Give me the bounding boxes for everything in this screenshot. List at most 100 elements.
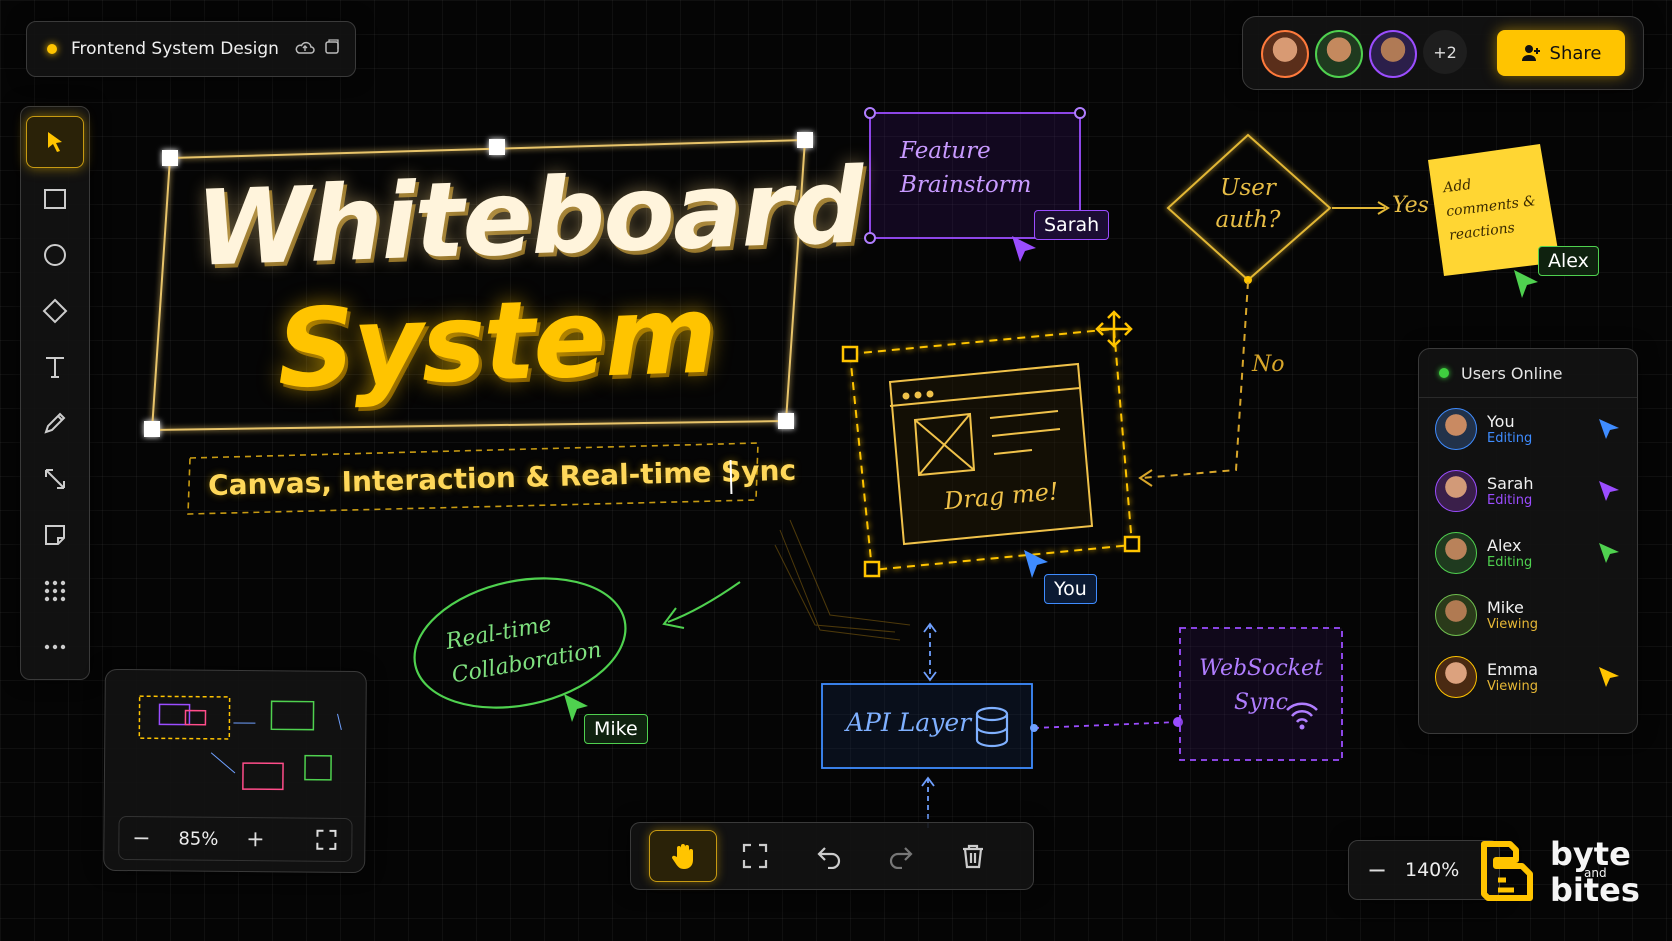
cursor-label-mike: Mike bbox=[584, 714, 648, 744]
cursor-icon bbox=[1599, 419, 1619, 439]
avatar[interactable] bbox=[1315, 30, 1363, 78]
frame-icon bbox=[742, 843, 768, 869]
websocket-label: WebSocket Sync bbox=[1199, 656, 1323, 715]
api-layer-label: API Layer bbox=[846, 708, 972, 737]
minimap-panel: − 85% + bbox=[103, 668, 367, 874]
cursor-icon bbox=[1599, 481, 1619, 501]
avatar bbox=[1435, 408, 1477, 450]
cursor-icon bbox=[1599, 667, 1619, 687]
avatar bbox=[1435, 594, 1477, 636]
rectangle-tool[interactable] bbox=[27, 174, 83, 224]
minimap-controls: − 85% + bbox=[118, 815, 353, 863]
feature-brainstorm-text[interactable]: Feature Brainstorm bbox=[900, 138, 1032, 198]
cursor-icon bbox=[1599, 543, 1619, 563]
hand-icon bbox=[671, 844, 693, 869]
drag-motion-trail bbox=[774, 519, 911, 641]
brand-line2: and bbox=[1584, 866, 1607, 880]
tool-palette bbox=[20, 106, 90, 680]
board-subtitle-title[interactable]: System bbox=[274, 272, 717, 413]
extra-users-count[interactable]: +2 bbox=[1423, 30, 1467, 74]
trash-icon bbox=[963, 844, 983, 869]
select-tool[interactable] bbox=[26, 116, 84, 168]
text-icon bbox=[46, 357, 64, 378]
user-name: Mike bbox=[1487, 598, 1524, 617]
document-title-bar: Frontend System Design bbox=[26, 21, 356, 77]
select-icon bbox=[48, 132, 62, 152]
redo-icon bbox=[889, 847, 913, 869]
undo-icon bbox=[817, 847, 841, 869]
copy-icon[interactable] bbox=[323, 38, 341, 60]
zoom-out-button[interactable]: − bbox=[1366, 856, 1388, 884]
sticky-note-tool[interactable] bbox=[27, 510, 83, 560]
frame-button[interactable] bbox=[717, 831, 793, 881]
rectangle-icon bbox=[44, 189, 66, 209]
grid-tool[interactable] bbox=[27, 566, 83, 616]
wifi-icon bbox=[1286, 702, 1318, 730]
cursor-label-sarah: Sarah bbox=[1034, 210, 1110, 240]
zoom-out-button[interactable]: − bbox=[132, 825, 151, 851]
text-tool[interactable] bbox=[27, 342, 83, 392]
title-selection-frame[interactable] bbox=[144, 132, 813, 437]
collaboration-ellipse[interactable] bbox=[402, 560, 637, 726]
minimap-preview[interactable] bbox=[115, 682, 356, 804]
redo-button[interactable] bbox=[865, 831, 937, 881]
ellipse-icon bbox=[44, 244, 66, 266]
wireframe-card[interactable] bbox=[888, 362, 1094, 546]
move-icon[interactable] bbox=[1095, 310, 1133, 348]
diamond-icon bbox=[42, 298, 68, 324]
document-title[interactable]: Frontend System Design bbox=[71, 39, 279, 59]
fit-screen-icon[interactable] bbox=[315, 829, 337, 851]
user-icon bbox=[1521, 44, 1541, 62]
websocket-box[interactable] bbox=[1179, 627, 1343, 761]
arrow-icon bbox=[45, 469, 65, 489]
online-dot bbox=[1439, 368, 1449, 378]
ellipse-tool[interactable] bbox=[27, 230, 83, 280]
yes-arrowhead bbox=[1377, 201, 1390, 215]
more-tool[interactable] bbox=[27, 622, 83, 672]
user-status: Viewing bbox=[1487, 617, 1538, 632]
api-layer-box[interactable] bbox=[821, 683, 1033, 769]
drag-card-selection[interactable] bbox=[841, 327, 1141, 578]
avatar[interactable] bbox=[1261, 30, 1309, 78]
user-status: Editing bbox=[1487, 555, 1533, 570]
share-button-label: Share bbox=[1549, 42, 1602, 64]
diamond-tool[interactable] bbox=[27, 286, 83, 336]
collaboration-arrow bbox=[667, 581, 741, 623]
share-button[interactable]: Share bbox=[1497, 30, 1625, 76]
sticky-note-icon bbox=[45, 525, 65, 545]
cursor-label-alex: Alex bbox=[1538, 246, 1599, 276]
database-icon bbox=[975, 706, 1009, 748]
hand-tool-button[interactable] bbox=[649, 830, 717, 882]
avatar bbox=[1435, 656, 1477, 698]
pencil-tool[interactable] bbox=[27, 398, 83, 448]
arrow-tool[interactable] bbox=[27, 454, 83, 504]
cloud-save-icon[interactable] bbox=[295, 38, 315, 60]
sticky-note[interactable] bbox=[1428, 144, 1560, 276]
sticky-note-text[interactable]: Add comments & reactions bbox=[1442, 176, 1537, 244]
avatar[interactable] bbox=[1369, 30, 1417, 78]
bottom-toolbar bbox=[630, 822, 1034, 890]
no-arrowhead bbox=[1138, 469, 1153, 487]
undo-button[interactable] bbox=[793, 831, 865, 881]
user-name: Sarah bbox=[1487, 474, 1534, 493]
grid-icon bbox=[44, 580, 66, 602]
subtitle-frame bbox=[187, 442, 759, 515]
status-dot bbox=[47, 44, 57, 54]
cursor-sarah-icon bbox=[1012, 236, 1036, 262]
user-name: Alex bbox=[1487, 536, 1522, 555]
avatar bbox=[1435, 470, 1477, 512]
decision-yes-label: Yes bbox=[1392, 193, 1429, 218]
board-title[interactable]: Whiteboard bbox=[194, 144, 865, 290]
delete-button[interactable] bbox=[937, 831, 1009, 881]
brand-line3: bites bbox=[1550, 871, 1640, 909]
brand-line1: byte bbox=[1550, 835, 1631, 873]
decision-text[interactable]: User auth? bbox=[1215, 175, 1281, 233]
zoom-in-button[interactable]: + bbox=[246, 826, 265, 852]
websocket-connector bbox=[1033, 721, 1179, 729]
